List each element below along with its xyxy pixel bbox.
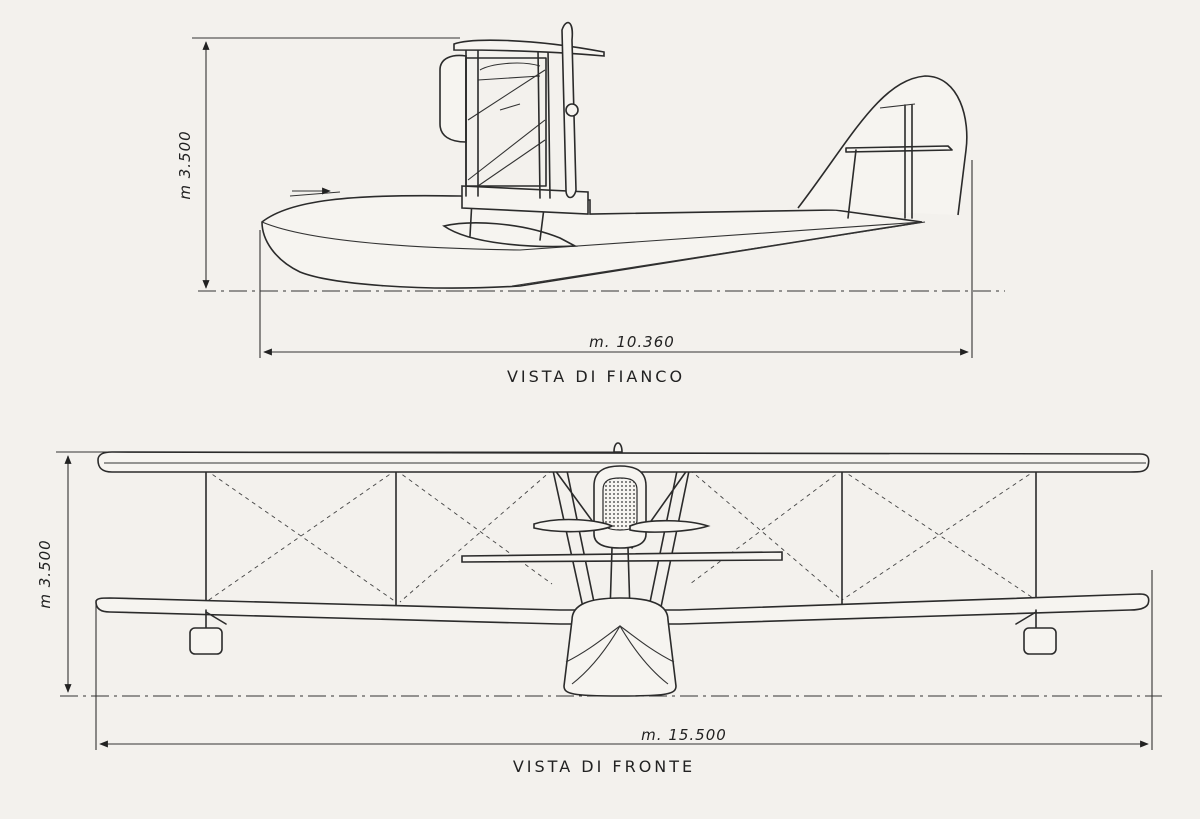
side-height-label: m 3.500	[176, 130, 194, 199]
hull-keel-front	[571, 624, 669, 685]
side-view: m 3.500 m. 10.360	[176, 21, 1005, 358]
wingtip-float-right	[1023, 627, 1057, 655]
tailplane-front	[461, 551, 783, 563]
hull-step-line	[511, 221, 926, 287]
upper-wing-side	[453, 39, 605, 57]
hull-chine	[261, 221, 923, 251]
propeller-blade-right	[629, 519, 711, 533]
fin-tip	[613, 442, 623, 453]
float-brace-left	[205, 611, 227, 625]
propeller-hub	[565, 103, 579, 117]
side-view-caption: VISTA DI FIANCO	[507, 367, 685, 386]
tail-plane	[845, 145, 953, 153]
front-view: m 3.500 m. 15.500	[36, 442, 1162, 750]
nacelle-base	[461, 185, 589, 215]
hull-side	[261, 194, 923, 289]
lower-wing-side	[442, 222, 578, 248]
tail-rib	[879, 103, 916, 109]
interplane-strut-rear	[537, 49, 541, 199]
propeller-blade-left	[533, 518, 614, 533]
float-brace-right	[1015, 611, 1037, 625]
bow-fitting	[289, 191, 341, 197]
engine-detail	[477, 62, 541, 111]
cabane-struts	[551, 465, 691, 613]
wingtip-float-left	[189, 627, 223, 655]
upper-wing-front	[97, 451, 1150, 473]
wing-bracing-wires	[205, 469, 1037, 603]
tail-strut-front	[847, 149, 857, 219]
lower-wing-front	[95, 593, 1150, 625]
radiator-grille	[602, 477, 638, 531]
side-length-label: m. 10.360	[589, 333, 675, 351]
tail-fin	[797, 75, 968, 216]
front-span-label: m. 15.500	[641, 726, 727, 744]
front-height-label: m 3.500	[36, 539, 54, 608]
engine-bracing	[467, 69, 546, 187]
hull-front	[563, 597, 677, 697]
front-view-caption: VISTA DI FRONTE	[513, 757, 695, 776]
radiator	[439, 54, 467, 143]
interplane-strut-rear-2	[547, 49, 551, 199]
